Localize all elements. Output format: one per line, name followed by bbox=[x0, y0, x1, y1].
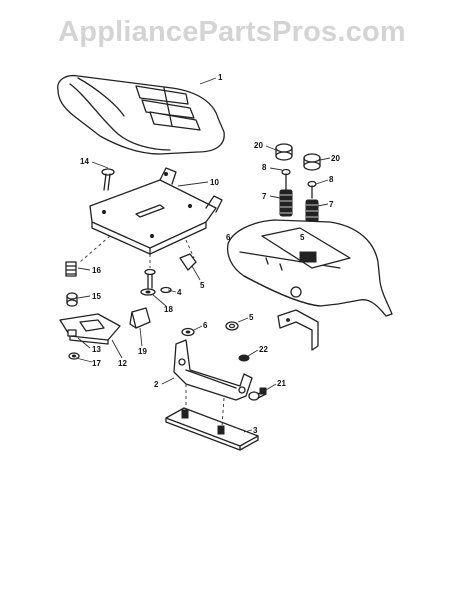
callout-6-left: 6 bbox=[203, 321, 208, 330]
callout-4: 4 bbox=[177, 288, 182, 297]
callout-12: 12 bbox=[118, 359, 127, 368]
knob-right[interactable] bbox=[307, 180, 317, 199]
callout-5-upper: 5 bbox=[200, 281, 205, 290]
bolt-21[interactable] bbox=[248, 387, 267, 401]
spring-small[interactable] bbox=[65, 261, 77, 277]
callout-16: 16 bbox=[92, 266, 101, 275]
callout-22: 22 bbox=[259, 345, 268, 354]
callout-10: 10 bbox=[210, 178, 219, 187]
callout-8-left: 8 bbox=[262, 163, 267, 172]
carriage-bolt[interactable] bbox=[101, 168, 115, 191]
pivot-bracket[interactable] bbox=[129, 307, 151, 329]
spacer-left[interactable] bbox=[275, 143, 293, 161]
callout-7-right: 7 bbox=[329, 200, 334, 209]
callout-5-middle: 5 bbox=[249, 313, 254, 322]
washer-4[interactable] bbox=[160, 286, 172, 294]
bolt-18[interactable] bbox=[140, 268, 156, 296]
spring-right[interactable] bbox=[305, 199, 319, 227]
seat-bracket-plate[interactable] bbox=[59, 313, 121, 345]
fender-deck[interactable] bbox=[226, 219, 393, 317]
callout-3: 3 bbox=[253, 426, 258, 435]
pivot-bar[interactable] bbox=[173, 339, 253, 401]
callout-1: 1 bbox=[218, 73, 223, 82]
nut-22[interactable] bbox=[238, 354, 250, 362]
nut-6-left[interactable] bbox=[181, 327, 195, 337]
nut-6-right[interactable] bbox=[225, 321, 239, 331]
callout-17: 17 bbox=[92, 359, 101, 368]
callout-15: 15 bbox=[92, 292, 101, 301]
callout-2: 2 bbox=[154, 380, 159, 389]
callout-7-left: 7 bbox=[262, 192, 267, 201]
callout-14: 14 bbox=[80, 157, 89, 166]
base-plate[interactable] bbox=[165, 407, 259, 451]
seat-pan-plate[interactable] bbox=[89, 167, 223, 255]
callout-6-right: 6 bbox=[226, 233, 231, 242]
spring-left[interactable] bbox=[279, 189, 293, 217]
callout-18: 18 bbox=[164, 305, 173, 314]
bushing[interactable] bbox=[66, 292, 78, 307]
callout-20-right: 20 bbox=[331, 154, 340, 163]
seat[interactable] bbox=[57, 74, 225, 155]
callout-8-right: 8 bbox=[329, 175, 334, 184]
callout-21: 21 bbox=[277, 379, 286, 388]
nut-17[interactable] bbox=[68, 352, 80, 360]
clip[interactable] bbox=[67, 329, 77, 337]
watermark-logo: AppliancePartsPros.com bbox=[58, 16, 406, 48]
knob-left[interactable] bbox=[281, 168, 291, 191]
callout-13: 13 bbox=[92, 345, 101, 354]
support-bracket[interactable] bbox=[277, 309, 319, 351]
callout-19: 19 bbox=[138, 347, 147, 356]
spacer-right[interactable] bbox=[303, 153, 321, 171]
callout-20-left: 20 bbox=[254, 141, 263, 150]
callout-5-lower: 5 bbox=[300, 233, 305, 242]
